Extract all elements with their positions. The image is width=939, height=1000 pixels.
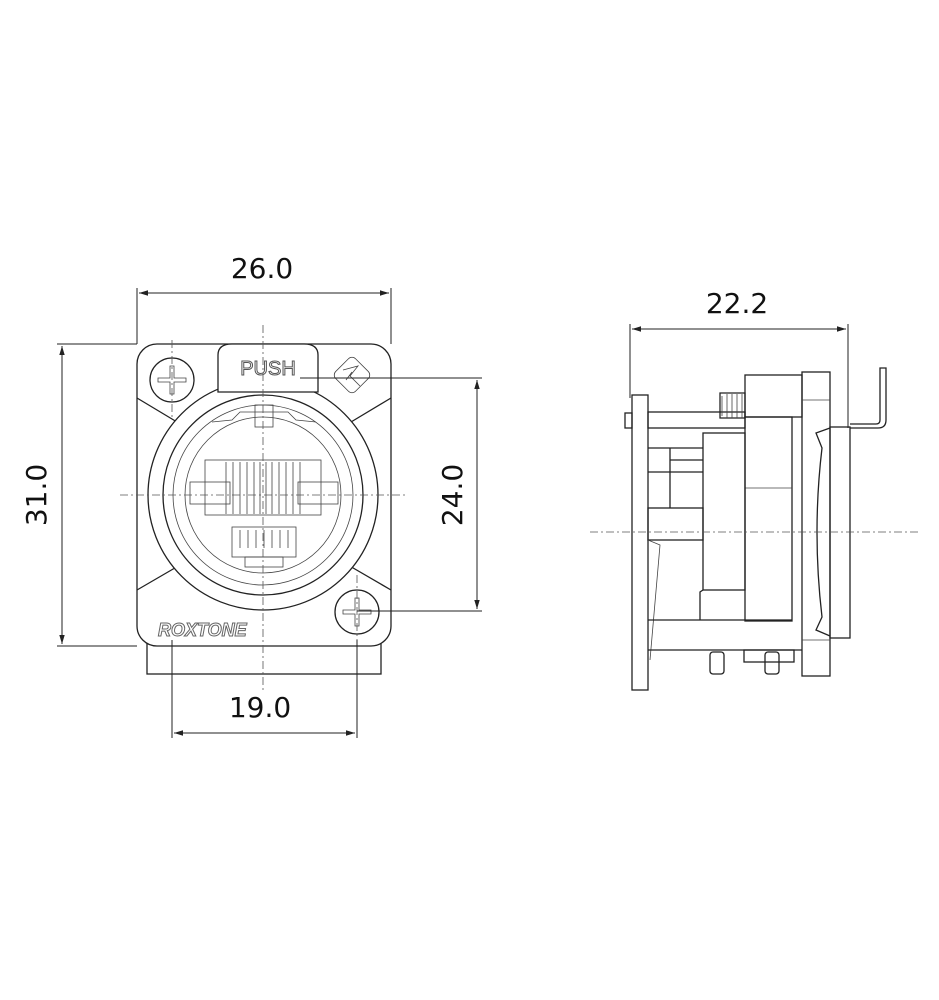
latch-ring <box>147 379 379 611</box>
rear-plate <box>631 394 649 691</box>
brand-logo: ROXTONE <box>158 620 248 640</box>
side-view <box>590 367 918 691</box>
dim-depth: 22.2 <box>706 287 768 320</box>
front-bezel <box>829 426 851 639</box>
dim-hole-vertical: 24.0 <box>436 464 469 526</box>
dim-width: 26.0 <box>231 252 293 285</box>
brand-diamond-icon <box>333 356 371 394</box>
pin <box>764 651 780 675</box>
solder-tab <box>850 367 887 429</box>
front-dimensions: 26.0 31.0 24.0 19.0 <box>20 252 482 738</box>
push-label: PUSH <box>240 358 296 380</box>
thread-icon <box>719 392 746 419</box>
rj45-socket <box>189 404 339 568</box>
front-view: PUSH ROXTONE <box>120 325 405 690</box>
push-latch[interactable] <box>217 343 319 393</box>
pin <box>709 651 725 675</box>
dim-height: 31.0 <box>20 464 53 526</box>
dim-hole-horizontal: 19.0 <box>229 691 291 724</box>
side-dimensions: 22.2 <box>629 287 849 428</box>
